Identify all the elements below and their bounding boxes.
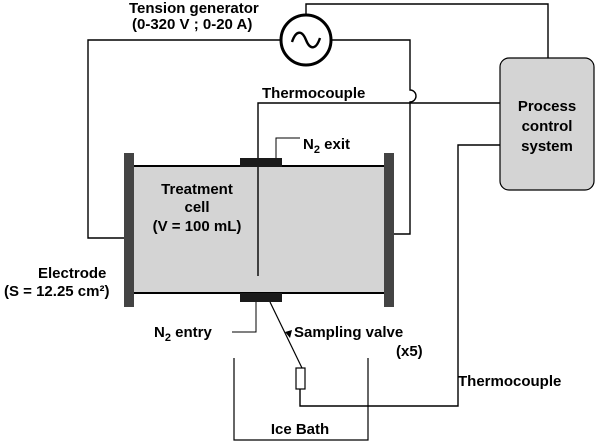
thermocouple-top-label: Thermocouple (262, 85, 365, 102)
n2-exit-port (240, 158, 282, 167)
process-control-line1: Process (518, 98, 576, 115)
tension-generator (279, 13, 333, 67)
wire-control-generator (305, 3, 549, 58)
process-control-line2: control (522, 118, 573, 135)
electrode-label-line2: (S = 12.25 cm²) (4, 283, 109, 300)
n2-entry-text: entry (171, 324, 213, 341)
generator-spec: (0-320 V ; 0-20 A) (132, 16, 252, 33)
ice-bath-label: Ice Bath (271, 421, 329, 438)
ice-bath-container (233, 358, 369, 441)
n2-exit-subscript: 2 (314, 144, 320, 156)
cell-label-line2: cell (184, 199, 209, 216)
process-control-line3: system (521, 138, 573, 155)
n2-exit-tube (275, 137, 300, 166)
n2-exit-text: exit (320, 136, 350, 153)
treatment-cell (134, 166, 384, 293)
wire-generator-right-electrode (332, 39, 417, 235)
sampling-line (269, 301, 303, 369)
wire-thermocouple-bottom (299, 144, 500, 407)
n2-exit-label: N2 exit (303, 136, 350, 156)
electrode-plate-left (124, 153, 134, 307)
n2-entry-label: N2 entry (154, 324, 212, 344)
sampling-valve-line1: Sampling valve (294, 324, 403, 341)
generator-title: Tension generator (129, 0, 259, 17)
cell-label-line3: (V = 100 mL) (153, 218, 242, 235)
electrode-label-line1: Electrode (38, 265, 106, 282)
sample-vial (295, 367, 306, 390)
sampling-valve-icon (285, 330, 292, 338)
n2-exit-base: N (303, 136, 314, 153)
n2-entry-base: N (154, 324, 165, 341)
n2-entry-port (240, 293, 282, 302)
cell-label-line1: Treatment (161, 181, 233, 198)
n2-entry-tube (232, 302, 257, 333)
wire-generator-left-electrode (87, 39, 280, 239)
sampling-valve-line2: (x5) (396, 343, 423, 360)
sine-wave-icon (290, 31, 322, 49)
thermocouple-bottom-label: Thermocouple (458, 373, 561, 390)
electrode-plate-right (384, 153, 394, 307)
n2-entry-subscript: 2 (165, 332, 171, 344)
process-control-box (499, 57, 595, 191)
